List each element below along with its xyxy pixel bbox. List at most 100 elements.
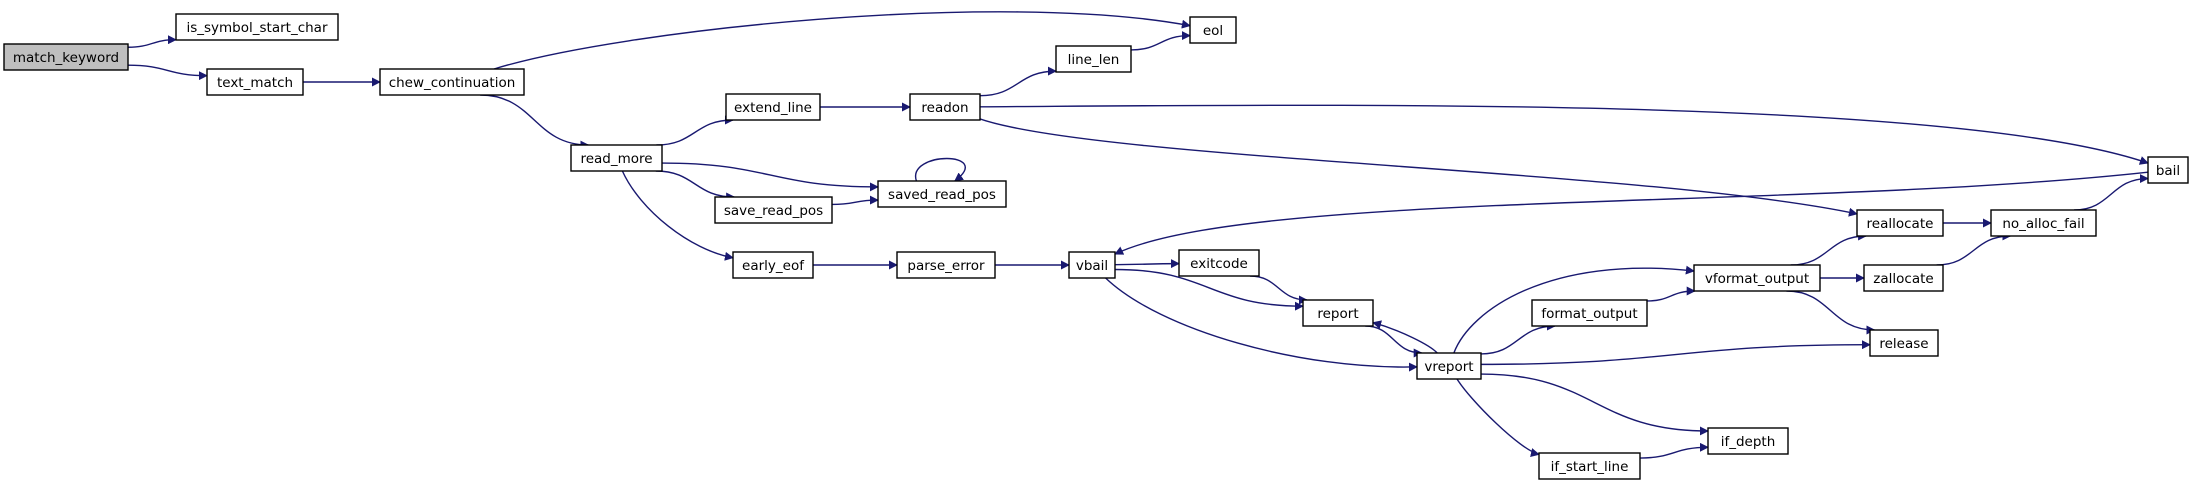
- node-vformat-output[interactable]: vformat_output: [1693, 264, 1821, 292]
- edge-chew_continuation-to-eol: [493, 11, 1191, 70]
- edge-if_start_line-to-if_depth: [1639, 442, 1709, 459]
- node-box: [1178, 249, 1260, 277]
- edge-readon-to-bail: [979, 104, 2149, 165]
- edge-vbail-to-exitcode: [1114, 259, 1180, 269]
- node-box: [1869, 329, 1939, 357]
- node-box: [1531, 299, 1648, 327]
- node-bail[interactable]: bail: [2147, 156, 2189, 184]
- node-no-alloc-fail[interactable]: no_alloc_fail: [1990, 209, 2097, 237]
- node-label: report: [1317, 306, 1358, 322]
- node-text-match[interactable]: text_match: [206, 68, 304, 96]
- node-label: readon: [921, 100, 968, 116]
- node-box: [1302, 299, 1374, 327]
- node-save-read-pos[interactable]: save_read_pos: [714, 196, 833, 224]
- node-vbail[interactable]: vbail: [1068, 251, 1116, 279]
- node-format-output[interactable]: format_output: [1531, 299, 1648, 327]
- edge-match_keyword-to-is_symbol_start_char: [127, 35, 177, 48]
- node-if-start-line[interactable]: if_start_line: [1538, 452, 1641, 480]
- node-box: [1538, 452, 1641, 480]
- node-label: format_output: [1541, 306, 1637, 322]
- node-read-more[interactable]: read_more: [570, 144, 663, 172]
- edge-read_more-to-saved_read_pos: [661, 162, 879, 192]
- edge-bail-to-vbail: [1114, 171, 2149, 255]
- edge-read_more-to-save_read_pos: [655, 170, 736, 202]
- node-chew-continuation[interactable]: chew_continuation: [379, 68, 525, 96]
- edge-vbail-to-vreport: [1105, 277, 1418, 372]
- edge-vreport-to-vformat_output: [1453, 265, 1695, 354]
- edge-match_keyword-to-text_match: [127, 64, 208, 81]
- node-label: release: [1879, 336, 1928, 352]
- node-parse-error[interactable]: parse_error: [896, 251, 996, 279]
- node-box: [1055, 45, 1132, 73]
- node-label: match_keyword: [13, 50, 119, 66]
- node-label: early_eof: [742, 258, 805, 274]
- node-label: save_read_pos: [724, 203, 823, 219]
- edge-layer: [127, 11, 2149, 459]
- node-box: [2147, 156, 2189, 184]
- edge-save_read_pos-to-saved_read_pos: [831, 195, 879, 206]
- node-box: [1416, 352, 1482, 380]
- node-report[interactable]: report: [1302, 299, 1374, 327]
- edge-readon-to-reallocate: [979, 118, 1858, 217]
- node-saved-read-pos[interactable]: saved_read_pos: [877, 180, 1007, 208]
- edge-vreport-to-release: [1480, 340, 1871, 366]
- node-box: [3, 43, 129, 71]
- edge-saved_read_pos-to-saved_read_pos: [914, 157, 966, 182]
- node-box: [896, 251, 996, 279]
- node-line-len[interactable]: line_len: [1055, 45, 1132, 73]
- node-eol[interactable]: eol: [1189, 16, 1237, 44]
- node-box: [570, 144, 663, 172]
- node-vreport[interactable]: vreport: [1416, 352, 1482, 380]
- node-label: bail: [2156, 163, 2180, 179]
- node-label: text_match: [217, 75, 293, 91]
- node-label: vreport: [1424, 359, 1473, 375]
- edge-read_more-to-early_eof: [621, 170, 734, 261]
- node-box: [1990, 209, 2097, 237]
- edge-format_output-to-vformat_output: [1646, 286, 1696, 302]
- node-reallocate[interactable]: reallocate: [1856, 209, 1944, 237]
- node-label: chew_continuation: [389, 75, 516, 91]
- edge-vformat_output-to-reallocate: [1790, 231, 1868, 266]
- edge-vformat_output-to-release: [1786, 290, 1876, 335]
- node-box: [1693, 264, 1821, 292]
- node-box: [1863, 264, 1944, 292]
- node-box: [1856, 209, 1944, 237]
- edge-vreport-to-format_output: [1480, 321, 1556, 355]
- node-box: [909, 93, 981, 121]
- node-label: no_alloc_fail: [2002, 216, 2084, 232]
- edge-vreport-to-report: [1372, 320, 1438, 354]
- edge-exitcode-to-report: [1249, 275, 1308, 305]
- node-label: zallocate: [1873, 271, 1933, 287]
- node-if-depth[interactable]: if_depth: [1707, 427, 1789, 455]
- node-box: [1068, 251, 1116, 279]
- edge-vreport-to-if_depth: [1480, 373, 1709, 436]
- node-label: eol: [1203, 23, 1223, 39]
- node-is-symbol-start-char[interactable]: is_symbol_start_char: [175, 13, 339, 41]
- node-exitcode[interactable]: exitcode: [1178, 249, 1260, 277]
- node-label: parse_error: [907, 258, 985, 274]
- node-box: [1189, 16, 1237, 44]
- node-label: is_symbol_start_char: [186, 20, 327, 36]
- node-label: exitcode: [1190, 256, 1248, 272]
- node-box: [714, 196, 833, 224]
- edge-no_alloc_fail-to-bail: [2074, 174, 2149, 211]
- node-zallocate[interactable]: zallocate: [1863, 264, 1944, 292]
- node-readon[interactable]: readon: [909, 93, 981, 121]
- edge-chew_continuation-to-read_more: [480, 94, 590, 150]
- node-match-keyword[interactable]: match_keyword: [3, 43, 129, 71]
- node-release[interactable]: release: [1869, 329, 1939, 357]
- node-label: line_len: [1068, 52, 1120, 68]
- node-label: read_more: [580, 151, 652, 167]
- node-label: if_start_line: [1551, 459, 1629, 475]
- node-early-eof[interactable]: early_eof: [732, 251, 814, 279]
- node-extend-line[interactable]: extend_line: [725, 93, 821, 121]
- edge-zallocate-to-no_alloc_fail: [1936, 231, 2012, 266]
- edge-read_more-to-extend_line: [656, 115, 735, 146]
- node-box: [732, 251, 814, 279]
- edge-readon-to-line_len: [979, 66, 1057, 97]
- node-box: [725, 93, 821, 121]
- node-label: reallocate: [1867, 216, 1934, 232]
- node-layer: match_keyword is_symbol_start_char text_ma…: [3, 13, 2189, 480]
- node-label: vbail: [1076, 258, 1108, 274]
